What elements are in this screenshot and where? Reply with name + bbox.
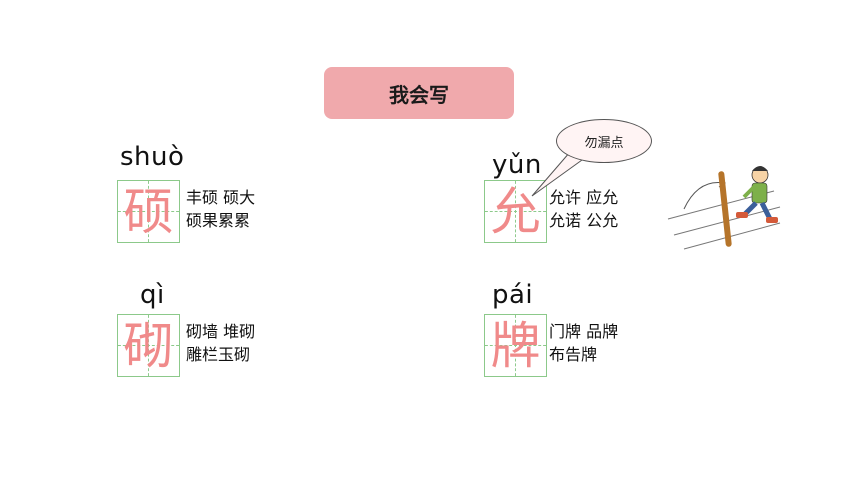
char-grid-pai: 牌 xyxy=(484,314,547,377)
pinyin-qi: qì xyxy=(140,280,165,310)
callout-bubble: 勿漏点 xyxy=(556,119,652,163)
pinyin-shuo: shuò xyxy=(120,142,185,172)
grid-guides xyxy=(118,181,179,242)
word-list-pai: 门牌 品牌 布告牌 xyxy=(549,320,618,366)
pinyin-yun: yǔn xyxy=(492,150,542,180)
practice-char: 硕 xyxy=(123,182,174,241)
char-grid-qi: 砌 xyxy=(117,314,180,377)
char-grid-yun: 允 xyxy=(484,180,547,243)
char-grid-shuo: 硕 xyxy=(117,180,180,243)
practice-char: 牌 xyxy=(490,316,541,375)
grid-guides xyxy=(485,315,546,376)
pinyin-pai: pái xyxy=(492,280,534,310)
boy-crossing-pole-illustration xyxy=(667,166,781,250)
word-line: 允诺 公允 xyxy=(549,211,619,230)
page-title: 我会写 xyxy=(324,67,514,119)
word-list-qi: 砌墙 堆砌 雕栏玉砌 xyxy=(186,320,255,366)
word-list-shuo: 丰硕 硕大 硕果累累 xyxy=(186,186,255,232)
word-line: 丰硕 硕大 xyxy=(186,188,256,207)
word-line: 允许 应允 xyxy=(549,188,619,207)
word-line: 硕果累累 xyxy=(186,211,251,230)
word-list-yun: 允许 应允 允诺 公允 xyxy=(549,186,618,232)
word-line: 砌墙 堆砌 xyxy=(186,322,256,341)
word-line: 布告牌 xyxy=(549,345,598,364)
word-line: 门牌 品牌 xyxy=(549,322,619,341)
practice-char: 允 xyxy=(490,182,541,241)
grid-guides xyxy=(485,181,546,242)
callout-tail xyxy=(531,151,583,197)
practice-char: 砌 xyxy=(123,316,174,375)
word-line: 雕栏玉砌 xyxy=(186,345,251,364)
grid-guides xyxy=(118,315,179,376)
